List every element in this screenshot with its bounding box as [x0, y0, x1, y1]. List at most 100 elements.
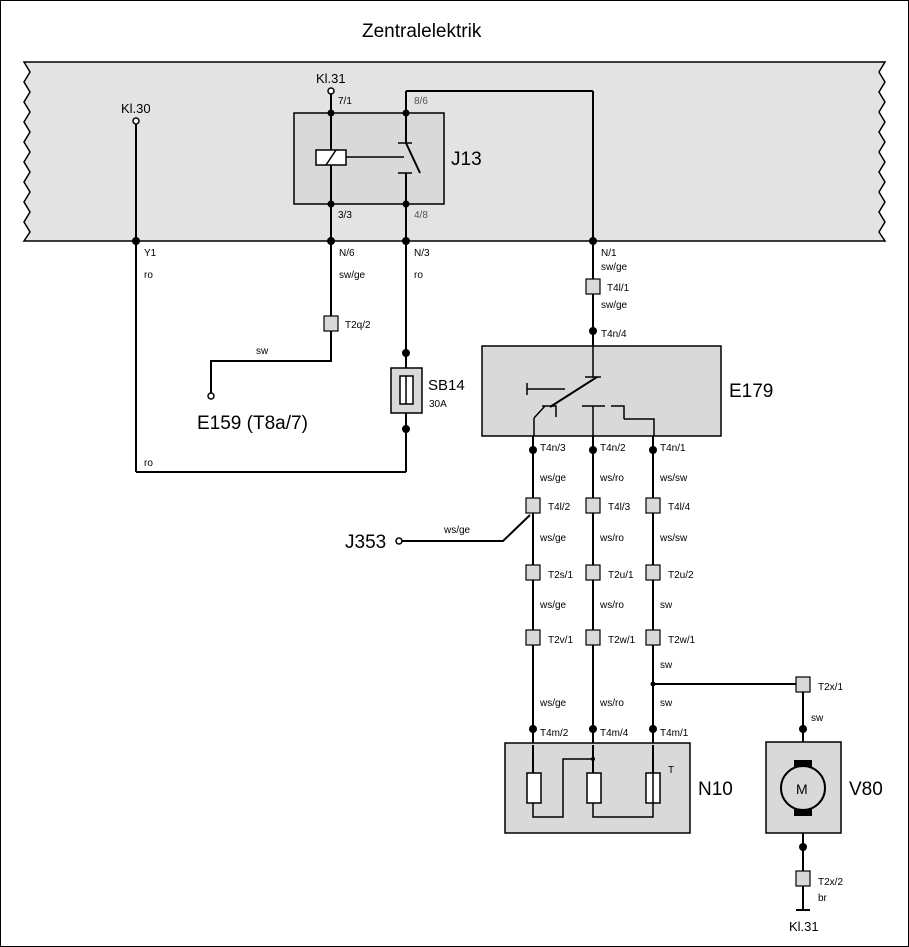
relay-switch-contact-icon	[405, 142, 421, 174]
pin-t2x1: T2x/1	[818, 682, 843, 693]
thermo-label: T	[668, 765, 674, 776]
wire-color-ro-bottom: ro	[144, 458, 153, 469]
pin-t4l3: T4l/3	[608, 502, 631, 513]
wire-color-ws-ge-3: ws/ge	[539, 600, 567, 611]
terminal-j353-icon	[395, 537, 403, 545]
connector-t2w1-a	[585, 629, 601, 646]
wire-color-ws-ge-1: ws/ge	[539, 473, 567, 484]
connector-t2w1-b	[645, 629, 661, 646]
wire-color-ws-ro-3: ws/ro	[599, 600, 624, 611]
pin-t2w1-a: T2w/1	[608, 635, 636, 646]
terminal-kl31-top-icon	[327, 87, 335, 95]
motor-brush-bottom	[794, 808, 812, 816]
component-v80-label: V80	[849, 779, 883, 800]
terminal-e159-icon	[207, 392, 215, 400]
pin-3-3: 3/3	[338, 210, 352, 221]
pin-4-8: 4/8	[414, 210, 428, 221]
wire-color-ws-sw-1: ws/sw	[659, 473, 688, 484]
resistor-icon	[586, 772, 602, 804]
wire-color-sw-ge-n1: sw/ge	[601, 262, 628, 273]
connector-t2s1	[525, 564, 541, 581]
switch-contact-1-lead	[533, 405, 546, 419]
diagram-title: Zentralelektrik	[362, 21, 482, 42]
pin-t2x2: T2x/2	[818, 877, 843, 888]
wire-color-sw-v80: sw	[811, 713, 824, 724]
motor-brush-top	[794, 760, 812, 768]
terminal-kl31-top: Kl.31	[316, 71, 346, 86]
resistor-icon	[526, 772, 542, 804]
pin-t2s1: T2s/1	[548, 570, 573, 581]
node-dot	[402, 425, 410, 433]
switch-blade-icon	[549, 376, 598, 408]
pin-t4n4: T4n/4	[601, 329, 627, 340]
motor-icon	[780, 765, 826, 811]
node-dot	[327, 200, 335, 208]
pin-t4n2: T4n/2	[600, 443, 626, 454]
wire-color-sw-ge-n6: sw/ge	[339, 270, 366, 281]
wire-color-sw-5: sw	[660, 698, 673, 709]
wire-color-sw-ge-t4l1: sw/ge	[601, 300, 628, 311]
terminal-kl30: Kl.30	[121, 101, 151, 116]
wire-color-ro-kl30: ro	[144, 270, 153, 281]
switch-e179-label: E179	[729, 381, 773, 402]
node-dot	[649, 446, 657, 454]
node-dot	[589, 725, 597, 733]
pin-t2u1: T2u/1	[608, 570, 634, 581]
pin-t4l2: T4l/2	[548, 502, 571, 513]
pin-8-6: 8/6	[414, 96, 428, 107]
node-dot	[529, 446, 537, 454]
fuse-sb14-rating: 30A	[429, 399, 447, 410]
wire-color-sw-e159: sw	[256, 346, 269, 357]
n10-bridge-2	[592, 803, 654, 818]
connector-t2u2	[645, 564, 661, 581]
pin-t2q2: T2q/2	[345, 320, 371, 331]
central-electrics-band	[22, 61, 887, 242]
connector-t2x1	[795, 676, 811, 693]
pin-t4n1: T4n/1	[660, 443, 686, 454]
wire-to-j353	[402, 514, 531, 542]
node-dot	[589, 446, 597, 454]
switch-lead-3	[624, 418, 655, 436]
wire-color-ws-ge-j353: ws/ge	[443, 525, 471, 536]
connector-t4l1	[585, 278, 601, 295]
node-dot	[649, 725, 657, 733]
node-dot	[799, 725, 807, 733]
connector-t2v1	[525, 629, 541, 646]
relay-j13-label: J13	[451, 149, 482, 170]
component-j353: J353	[345, 532, 386, 553]
node-dot	[402, 109, 410, 117]
relay-coil-slash	[325, 149, 337, 166]
connector-t4l2	[525, 497, 541, 514]
wire-to-e159	[210, 331, 332, 393]
connector-t2q2	[323, 315, 339, 332]
wire-color-ws-ro-1: ws/ro	[599, 473, 624, 484]
connector-t4l4	[645, 497, 661, 514]
pin-n6: N/6	[339, 248, 355, 259]
pin-t4m4: T4m/4	[600, 728, 629, 739]
wire-color-sw-4: sw	[660, 660, 673, 671]
pin-7-1: 7/1	[338, 96, 352, 107]
pin-n1: N/1	[601, 248, 617, 259]
switch-contact-3	[611, 405, 625, 419]
pin-t2u2: T2u/2	[668, 570, 694, 581]
terminal-kl30-icon	[132, 117, 140, 125]
node-dot	[132, 237, 140, 245]
pin-t4n3: T4n/3	[540, 443, 566, 454]
pin-t2w1-b: T2w/1	[668, 635, 696, 646]
node-dot	[402, 349, 410, 357]
wire-color-ws-ge-2: ws/ge	[539, 533, 567, 544]
fuse-sb14-label: SB14	[428, 377, 465, 394]
wire-color-ws-ge-4: ws/ge	[539, 698, 567, 709]
node-dot	[327, 109, 335, 117]
pin-t4l1: T4l/1	[607, 283, 630, 294]
n10-bridge-1	[532, 758, 593, 818]
connector-t4l3	[585, 497, 601, 514]
connector-t2x2	[795, 870, 811, 887]
pin-t4l4: T4l/4	[668, 502, 691, 513]
terminal-kl31-bottom: Kl.31	[789, 919, 819, 934]
wire-color-ws-ro-4: ws/ro	[599, 698, 624, 709]
node-dot	[402, 200, 410, 208]
connector-t2u1	[585, 564, 601, 581]
wire-color-sw-3: sw	[660, 600, 673, 611]
